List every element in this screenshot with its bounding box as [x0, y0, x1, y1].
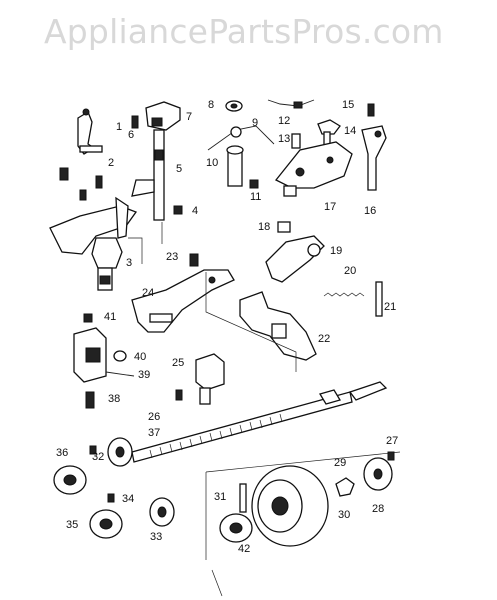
callout-22: 22 — [318, 333, 330, 345]
part-20-spring — [323, 292, 365, 297]
callout-29: 29 — [334, 457, 346, 469]
part-30-pulley — [251, 465, 329, 547]
part-37-collar — [107, 437, 133, 467]
part-23-screw — [189, 253, 199, 267]
callout-2: 2 — [108, 157, 114, 169]
callout-36: 36 — [56, 447, 68, 459]
callout-41: 41 — [104, 311, 116, 323]
callout-14: 14 — [344, 125, 356, 137]
callout-19: 19 — [330, 245, 342, 257]
part-19-crank — [265, 235, 325, 283]
part-4-screw — [173, 205, 183, 215]
part-15-screw — [367, 103, 375, 117]
part-7-clamp — [145, 101, 181, 131]
part-25-holder — [195, 353, 225, 405]
part-14-cap — [317, 119, 341, 149]
part-9-spring — [207, 125, 275, 151]
callout-17: 17 — [324, 201, 336, 213]
callout-3: 3 — [126, 257, 132, 269]
watermark: AppliancePartsPros.com — [44, 12, 444, 51]
callout-6: 6 — [128, 129, 134, 141]
part-42-gear — [219, 513, 253, 543]
callout-16: 16 — [364, 205, 376, 217]
callout-15: 15 — [342, 99, 354, 111]
callout-23: 23 — [166, 251, 178, 263]
part-22-bracket — [239, 291, 317, 361]
part-31-pin — [239, 483, 247, 513]
callout-33: 33 — [150, 531, 162, 543]
callout-4: 4 — [192, 205, 198, 217]
part-1-lever — [77, 108, 103, 155]
callout-11: 11 — [250, 191, 261, 203]
callout-38: 38 — [108, 393, 120, 405]
callout-35: 35 — [66, 519, 78, 531]
part-16-arm — [361, 125, 387, 191]
callout-40: 40 — [134, 351, 146, 363]
callout-31: 31 — [214, 491, 226, 503]
part-29-clip — [335, 477, 355, 497]
part-21-pin — [375, 281, 383, 317]
part-18-nut — [277, 221, 291, 233]
callout-32: 32 — [92, 451, 104, 463]
part-17-plate — [274, 141, 353, 197]
part-36-gear — [53, 465, 87, 495]
part-10-post — [226, 145, 244, 187]
part-28-wheel — [363, 457, 393, 491]
part-35-bushing — [89, 509, 123, 539]
callout-25: 25 — [172, 357, 184, 369]
part-33-gear — [149, 497, 175, 527]
callout-1: 1 — [116, 121, 122, 133]
part-40-washer — [113, 350, 127, 362]
callout-28: 28 — [372, 503, 384, 515]
part-24-lever — [131, 269, 235, 333]
callout-labels: 1234567891011121314151617181920212223242… — [56, 99, 398, 555]
part-27-screw — [387, 451, 395, 461]
part-11-screw — [249, 179, 259, 189]
callout-12: 12 — [278, 115, 290, 127]
callout-39: 39 — [138, 369, 150, 381]
callout-27: 27 — [386, 435, 398, 447]
callout-20: 20 — [344, 265, 356, 277]
part-block — [73, 327, 107, 383]
callout-24: 24 — [142, 287, 154, 299]
callout-10: 10 — [206, 157, 218, 169]
part-13-stud — [291, 133, 301, 149]
part-3-bracket — [49, 196, 138, 291]
part-12-spring — [267, 99, 315, 109]
part-41-screw — [83, 313, 93, 323]
part-32-screw — [89, 445, 97, 455]
part-6-screw — [131, 115, 139, 129]
part-5-bar — [131, 129, 165, 221]
part-38-screw — [85, 391, 95, 409]
part-2-screws — [59, 167, 103, 201]
callout-21: 21 — [384, 301, 396, 313]
callout-42: 42 — [238, 543, 250, 555]
main-shaft — [131, 381, 388, 463]
callout-26: 26 — [148, 411, 160, 423]
part-34-screw — [107, 493, 115, 503]
part-39-pin — [105, 371, 135, 377]
callout-30: 30 — [338, 509, 350, 521]
callout-13: 13 — [278, 133, 290, 145]
part-26-pin — [175, 389, 183, 401]
part-8-knob — [225, 100, 243, 112]
callout-8: 8 — [208, 99, 214, 111]
callout-9: 9 — [252, 117, 258, 129]
callout-34: 34 — [122, 493, 134, 505]
callout-37: 37 — [148, 427, 160, 439]
callout-5: 5 — [176, 163, 182, 175]
callout-7: 7 — [186, 111, 192, 123]
callout-18: 18 — [258, 221, 270, 233]
